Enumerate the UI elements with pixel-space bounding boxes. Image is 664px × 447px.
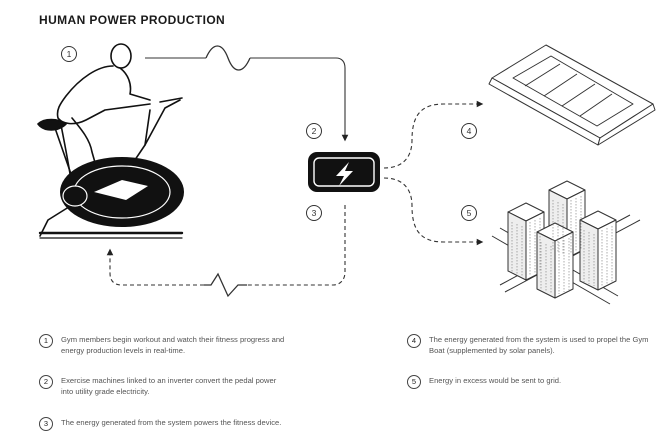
step-badge: 1 (39, 334, 53, 348)
legend-step-4: 4 The energy generated from the system i… (407, 334, 654, 356)
flywheel-icon (60, 157, 184, 227)
dc-return-flow-line (106, 205, 346, 298)
step-marker-5: 5 (461, 205, 477, 221)
step-badge: 4 (407, 334, 421, 348)
flow-line-to-grid (383, 177, 484, 246)
flow-line-to-boat (383, 100, 484, 169)
legend-step-3: 3 The energy generated from the system p… (39, 417, 286, 431)
lightning-bolt-battery-icon (308, 152, 380, 192)
step-marker-2: 2 (306, 123, 322, 139)
legend-step-2: 2 Exercise machines linked to an inverte… (39, 375, 286, 397)
step-marker-3: 3 (306, 205, 322, 221)
step-badge: 2 (39, 375, 53, 389)
svg-text:1: 1 (67, 49, 72, 59)
svg-text:4: 4 (467, 126, 472, 136)
step-badge: 3 (39, 417, 53, 431)
step-description: Exercise machines linked to an inverter … (61, 376, 277, 396)
svg-text:2: 2 (312, 126, 317, 136)
legend-step-1: 1 Gym members begin workout and watch th… (39, 334, 286, 356)
step-marker-1: 1 (61, 46, 77, 62)
ac-current-flow-line (145, 45, 349, 142)
legend-step-5: 5 Energy in excess would be sent to grid… (407, 375, 654, 389)
step-description: Gym members begin workout and watch thei… (61, 335, 285, 355)
city-buildings-icon (491, 180, 641, 305)
page-title: HUMAN POWER PRODUCTION (39, 13, 226, 27)
svg-text:3: 3 (312, 208, 317, 218)
step-badge: 5 (407, 375, 421, 389)
svg-text:5: 5 (467, 208, 472, 218)
step-description: The energy generated from the system pow… (61, 418, 282, 427)
step-description: Energy in excess would be sent to grid. (429, 376, 562, 385)
gym-boat-icon (488, 44, 656, 146)
step-marker-4: 4 (461, 123, 477, 139)
step-description: The energy generated from the system is … (429, 335, 649, 355)
